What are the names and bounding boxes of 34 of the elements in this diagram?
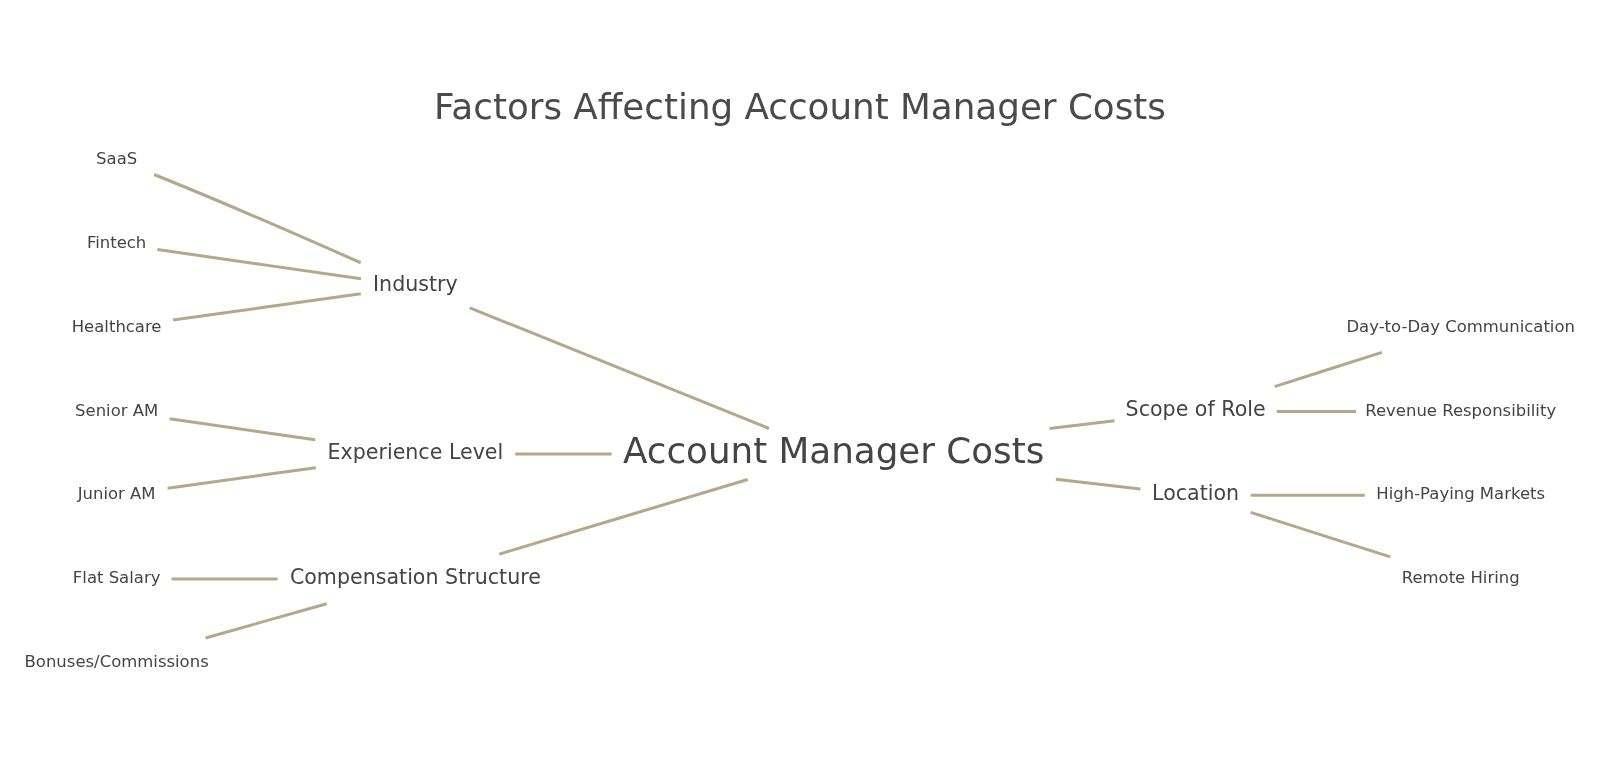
node-text: Day-to-Day Communication [1346,316,1575,336]
connector [167,465,316,490]
node-text: Flat Salary [72,567,161,587]
node-text: Remote Hiring [1401,567,1520,587]
node-text: Compensation Structure [289,564,541,589]
connector [1274,350,1383,388]
node-text: SaaS [96,148,138,168]
connector [1049,418,1115,430]
node-text: Industry [373,271,458,296]
connector [1055,477,1141,491]
connector [171,577,278,580]
node-text: Location [1152,480,1240,505]
connector [172,291,362,321]
node-text: Senior AM [75,400,159,420]
connector [157,247,362,280]
connector [1250,493,1365,497]
node-text: Fintech [86,232,147,252]
node-text: Junior AM [77,483,156,503]
connector [1276,409,1357,413]
node-text: Experience Level [327,439,504,464]
node-text: Scope of Role [1125,396,1266,421]
diagram-title: Factors Affecting Account Manager Costs [434,85,1166,127]
connector [205,601,328,639]
node-text: Account Manager Costs [622,429,1045,471]
connector [498,477,749,556]
connector [1250,510,1391,558]
connector [469,305,770,430]
node-text: High-Paying Markets [1376,483,1546,503]
connector [169,416,316,441]
connector [515,452,612,455]
node-text: Healthcare [71,316,162,336]
node-text: Revenue Responsibility [1365,400,1557,420]
connector [153,172,362,264]
node-text: Bonuses/Commissions [24,651,209,671]
